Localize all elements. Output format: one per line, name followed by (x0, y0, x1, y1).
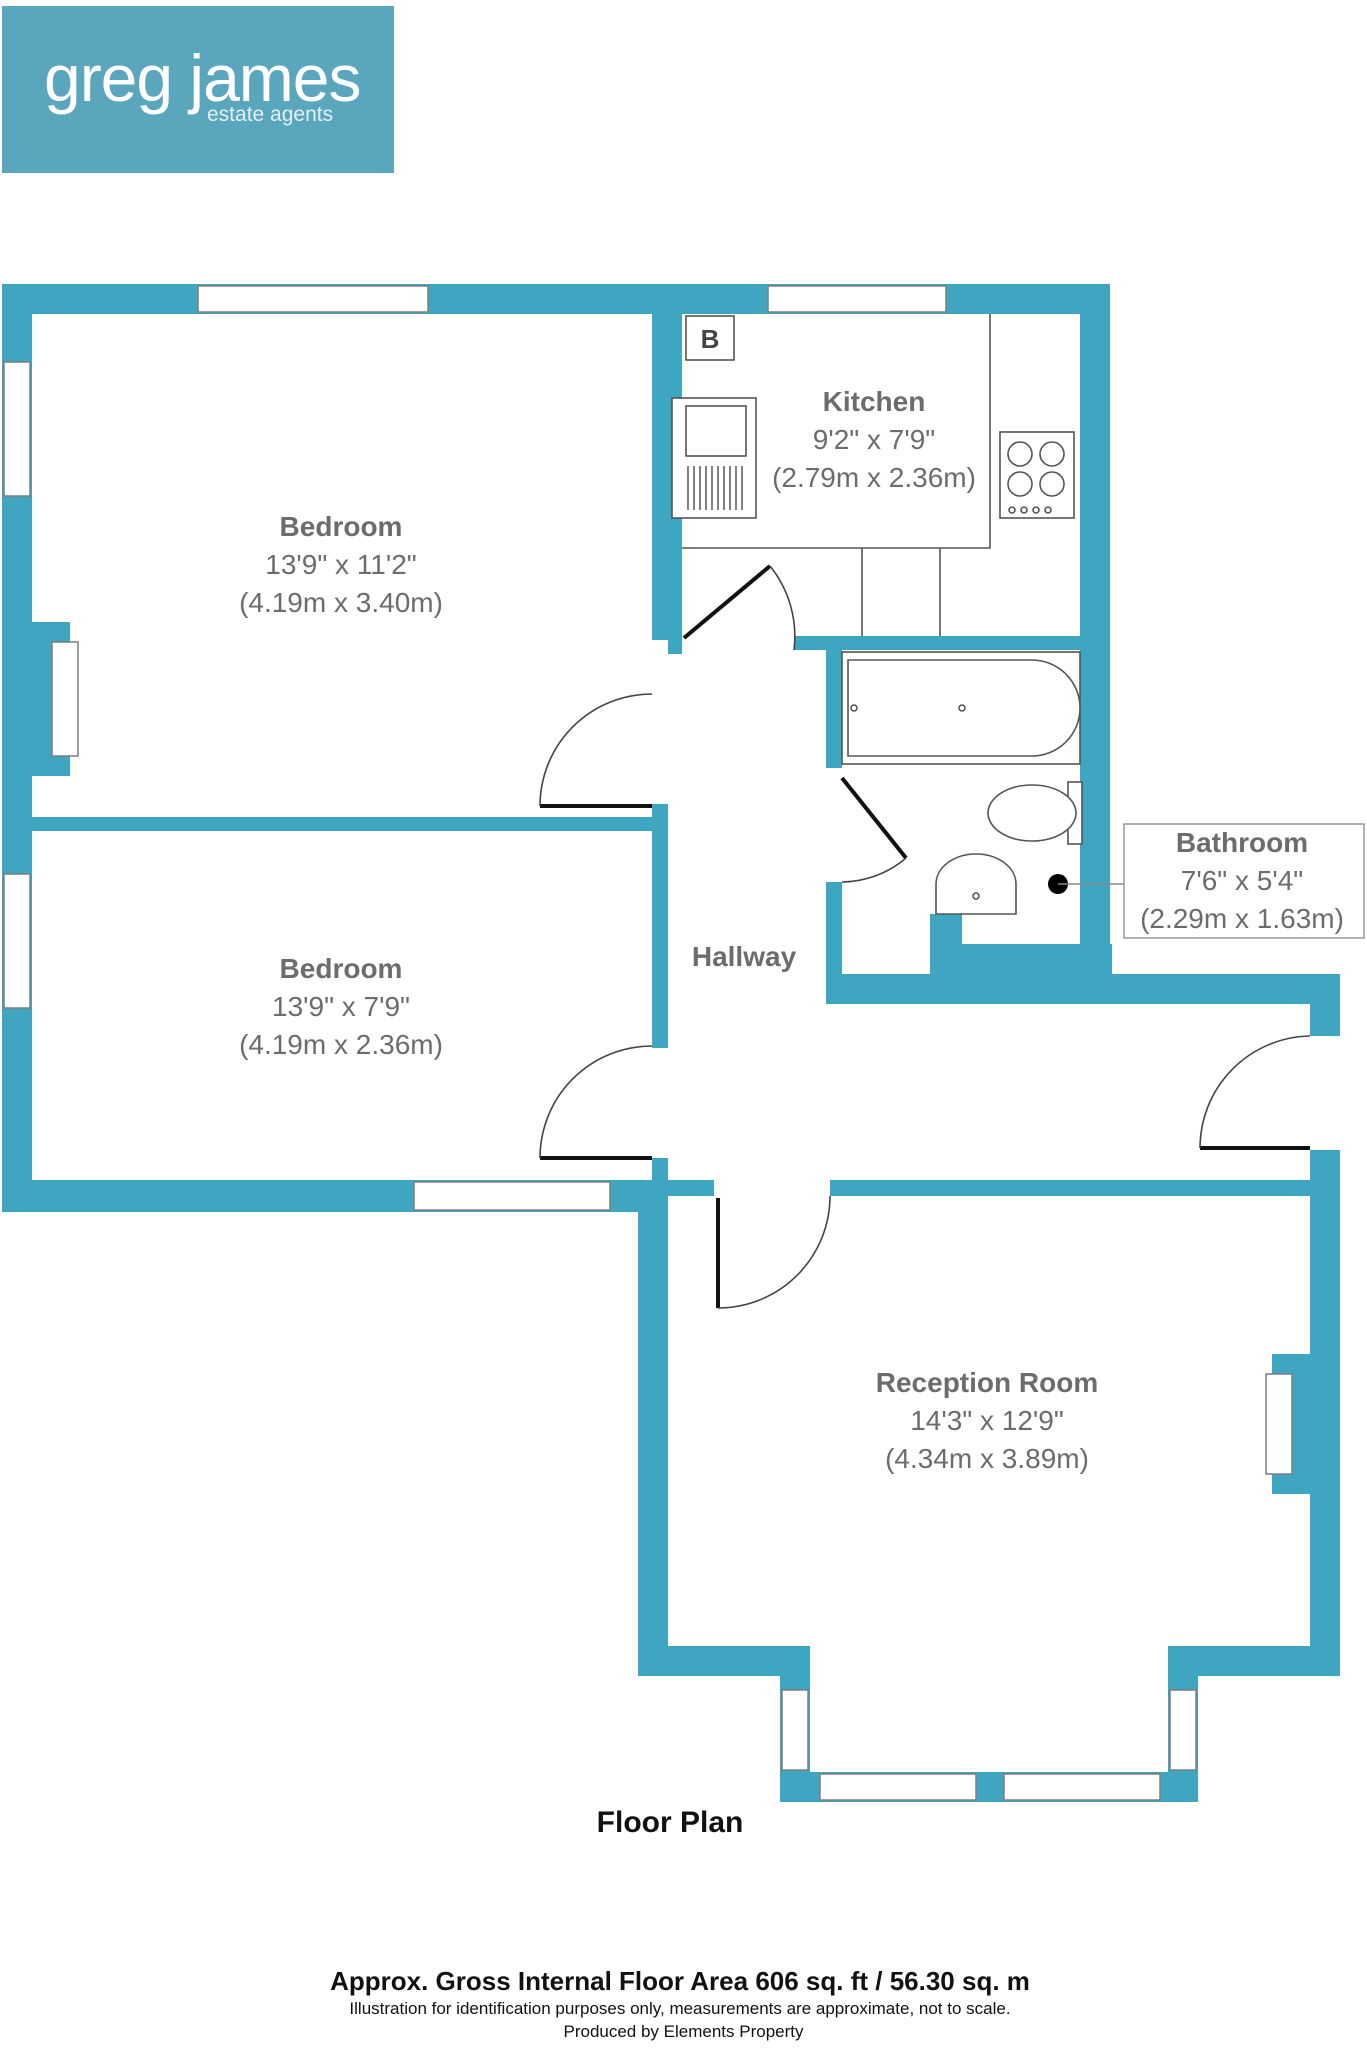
toilet-bowl (987, 784, 1077, 842)
wall (652, 284, 668, 640)
window (767, 285, 947, 313)
boiler (685, 315, 735, 361)
windows (3, 285, 1293, 1801)
room-name: Bathroom (1176, 827, 1308, 858)
logo-name: greg james (44, 41, 361, 115)
fireplace-hearth (1265, 1373, 1293, 1475)
door-swing (539, 1045, 653, 1159)
hob-ring (1039, 441, 1065, 467)
wall (962, 944, 1112, 974)
room-name: Bedroom (280, 953, 403, 984)
doors (539, 564, 1311, 1309)
door-swing (769, 565, 796, 651)
worktop (682, 314, 991, 549)
room-name: Kitchen (823, 386, 926, 417)
basin-plug (972, 892, 980, 900)
wall (830, 1180, 1310, 1196)
boiler-label: B (701, 324, 720, 354)
room-metric: (4.34m x 3.89m) (885, 1443, 1089, 1474)
footer-producer: Produced by Elements Property (563, 2022, 804, 2041)
wall (826, 974, 1340, 1004)
window (1003, 1773, 1161, 1801)
bath-plug (958, 704, 966, 712)
door-swing (841, 857, 907, 883)
sink-bowl (685, 405, 747, 457)
wall (794, 636, 1080, 650)
hob-ring (1007, 441, 1033, 467)
walls (2, 284, 1340, 1802)
wall (930, 914, 962, 974)
window (413, 1181, 611, 1211)
sink-drainer (687, 466, 743, 510)
hob-ring (1007, 471, 1033, 497)
plan-title: Floor Plan (596, 1806, 744, 1839)
room-imperial: 13'9" x 11'2" (265, 549, 416, 580)
fixtures: B (671, 314, 1365, 939)
room-name: Reception Room (876, 1367, 1098, 1398)
window (197, 285, 429, 313)
window (3, 361, 31, 497)
fireplace-hearth (51, 641, 79, 757)
wall (1310, 974, 1340, 1036)
footer-disclaimer: Illustration for identification purposes… (349, 1999, 1011, 2018)
door-swing (539, 693, 653, 807)
room-imperial: 9'2" x 7'9" (813, 424, 935, 455)
wall (652, 804, 668, 1048)
window (781, 1689, 809, 1771)
wall (1080, 284, 1110, 944)
room-imperial: 7'6" x 5'4" (1181, 865, 1303, 896)
window (3, 873, 31, 1009)
window (1169, 1689, 1197, 1771)
room-imperial: 14'3" x 12'9" (910, 1405, 1064, 1436)
room-metric: (4.19m x 3.40m) (239, 587, 443, 618)
wall (1310, 1150, 1340, 1676)
room-imperial: 13'9" x 7'9" (272, 991, 410, 1022)
door-leaf (840, 776, 908, 860)
hob-ring (1039, 471, 1065, 497)
room-name: Bedroom (280, 511, 403, 542)
door-leaf (682, 564, 772, 640)
wall (826, 650, 842, 768)
hob-knobs (1008, 506, 1052, 514)
wall (638, 1180, 668, 1676)
agency-logo: greg james estate agents (2, 6, 394, 173)
bath-tap (850, 704, 858, 712)
window (819, 1773, 977, 1801)
logo-tagline: estate agents (207, 103, 334, 126)
callout-box (1123, 823, 1365, 939)
room-name: Hallway (692, 941, 797, 972)
wall (826, 882, 842, 1004)
floor-plan: B (2, 284, 1365, 1802)
footer-area: Approx. Gross Internal Floor Area 606 sq… (330, 1966, 1030, 1996)
room-metric: (2.29m x 1.63m) (1140, 903, 1344, 934)
door-swing (717, 1195, 831, 1309)
basin (935, 853, 1017, 915)
room-metric: (2.79m x 2.36m) (772, 462, 976, 493)
room-labels: Bedroom 13'9" x 11'2" (4.19m x 3.40m) Be… (239, 386, 1344, 1474)
wall (32, 817, 652, 831)
room-metric: (4.19m x 2.36m) (239, 1029, 443, 1060)
door-swing (1199, 1035, 1311, 1149)
